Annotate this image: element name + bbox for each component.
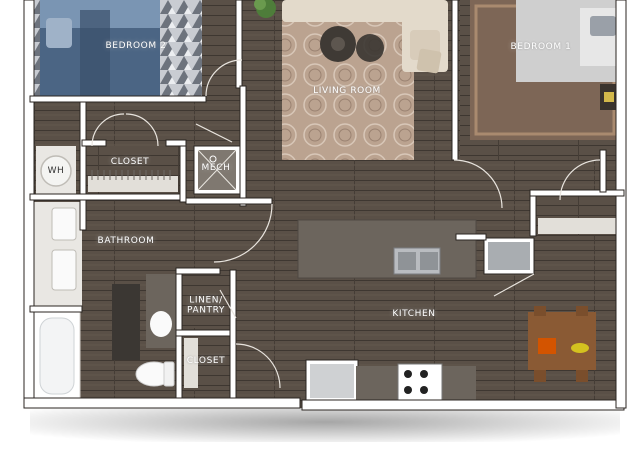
water-heater <box>36 146 76 196</box>
bathroom-label: BATHROOM <box>97 235 155 246</box>
living-room <box>282 0 448 160</box>
kitchen-island <box>297 219 477 279</box>
bedroom-2 <box>34 0 242 98</box>
bedroom-1 <box>460 0 626 160</box>
mech-label: MECH <box>201 162 231 173</box>
kitchen-label: KITCHEN <box>392 308 436 319</box>
bathroom <box>33 202 176 401</box>
dining-set <box>528 306 596 382</box>
plant-icon <box>254 0 276 18</box>
closet-top <box>86 146 180 194</box>
kitchen-counters <box>305 196 624 403</box>
closet-bottom-label: CLOSET <box>186 355 226 366</box>
linen-pantry-label-line1: LINEN/ <box>189 295 223 306</box>
bedroom-2-label: BEDROOM 2 <box>105 40 167 51</box>
linen-pantry-label-line2: PANTRY <box>186 306 226 316</box>
mech-room <box>193 145 241 195</box>
closet-top-label: CLOSET <box>110 156 150 167</box>
living-room-label: LIVING ROOM <box>313 85 381 96</box>
walls <box>23 0 627 411</box>
linen-pantry <box>182 272 232 390</box>
wh-label: WH <box>47 165 65 176</box>
bedroom-1-label: BEDROOM 1 <box>510 41 572 52</box>
door-swings <box>91 59 601 389</box>
linen-pantry-label: LINEN/ PANTRY <box>187 296 225 317</box>
